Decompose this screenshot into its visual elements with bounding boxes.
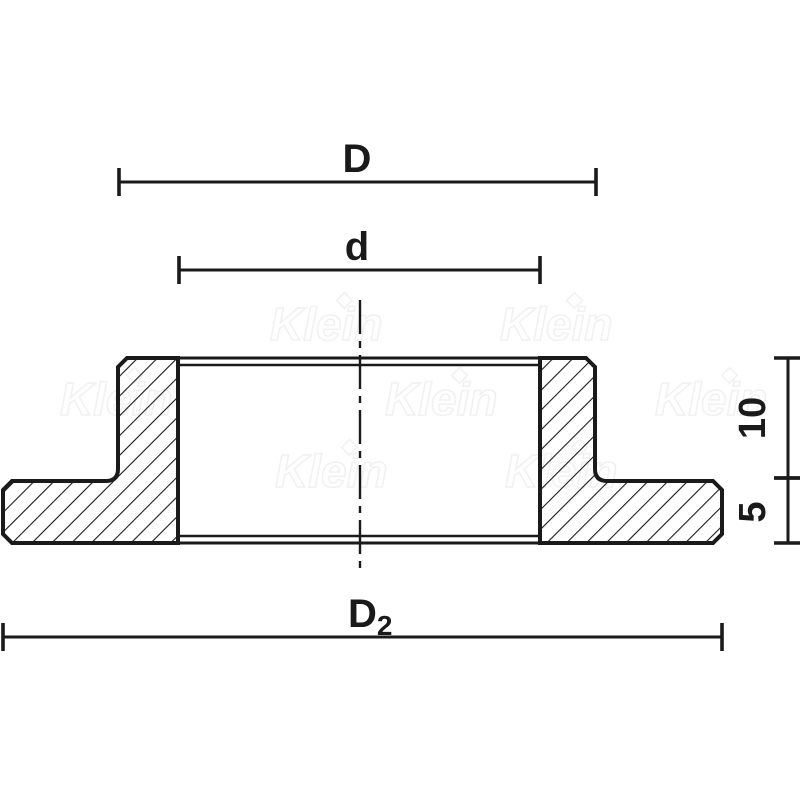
dimension-label: 10 — [732, 397, 774, 439]
klein-watermark-text: Klein — [385, 373, 497, 425]
klein-watermark-diamond-icon — [335, 291, 354, 310]
klein-watermark-diamond-icon — [565, 291, 584, 310]
klein-watermark-diamond-icon — [340, 438, 359, 457]
klein-watermark-text: Klein — [270, 298, 382, 350]
dimension-h5: 5 — [732, 476, 800, 545]
klein-watermark: Klein — [269, 291, 383, 351]
dimension-h10: 10 — [732, 356, 800, 480]
dimension-d: d — [177, 225, 542, 284]
dimension-label: D2 — [348, 592, 392, 641]
klein-watermark-diamond-icon — [720, 366, 739, 385]
klein-watermark: Klein — [654, 366, 768, 426]
klein-watermark: Klein — [274, 438, 388, 498]
klein-watermark-text: Klein — [275, 445, 387, 497]
klein-watermark-diamond-icon — [450, 366, 469, 385]
left-section-outline — [1, 356, 180, 545]
dimension-label: d — [345, 225, 369, 269]
right-section-hatch — [540, 358, 722, 543]
right-section-outline — [538, 356, 724, 545]
dimension-D2: D2 — [1, 592, 724, 651]
left-section-hatch — [3, 358, 178, 543]
klein-watermark: Klein — [499, 291, 613, 351]
dimension-D: D — [117, 137, 598, 196]
dimension-label: D — [343, 137, 372, 181]
dimension-label-subscript: 2 — [377, 610, 393, 641]
dimension-label: 5 — [732, 501, 774, 522]
klein-watermark-text: Klein — [500, 298, 612, 350]
klein-watermark: Klein — [384, 366, 498, 426]
klein-watermark-text: Klein — [655, 373, 767, 425]
